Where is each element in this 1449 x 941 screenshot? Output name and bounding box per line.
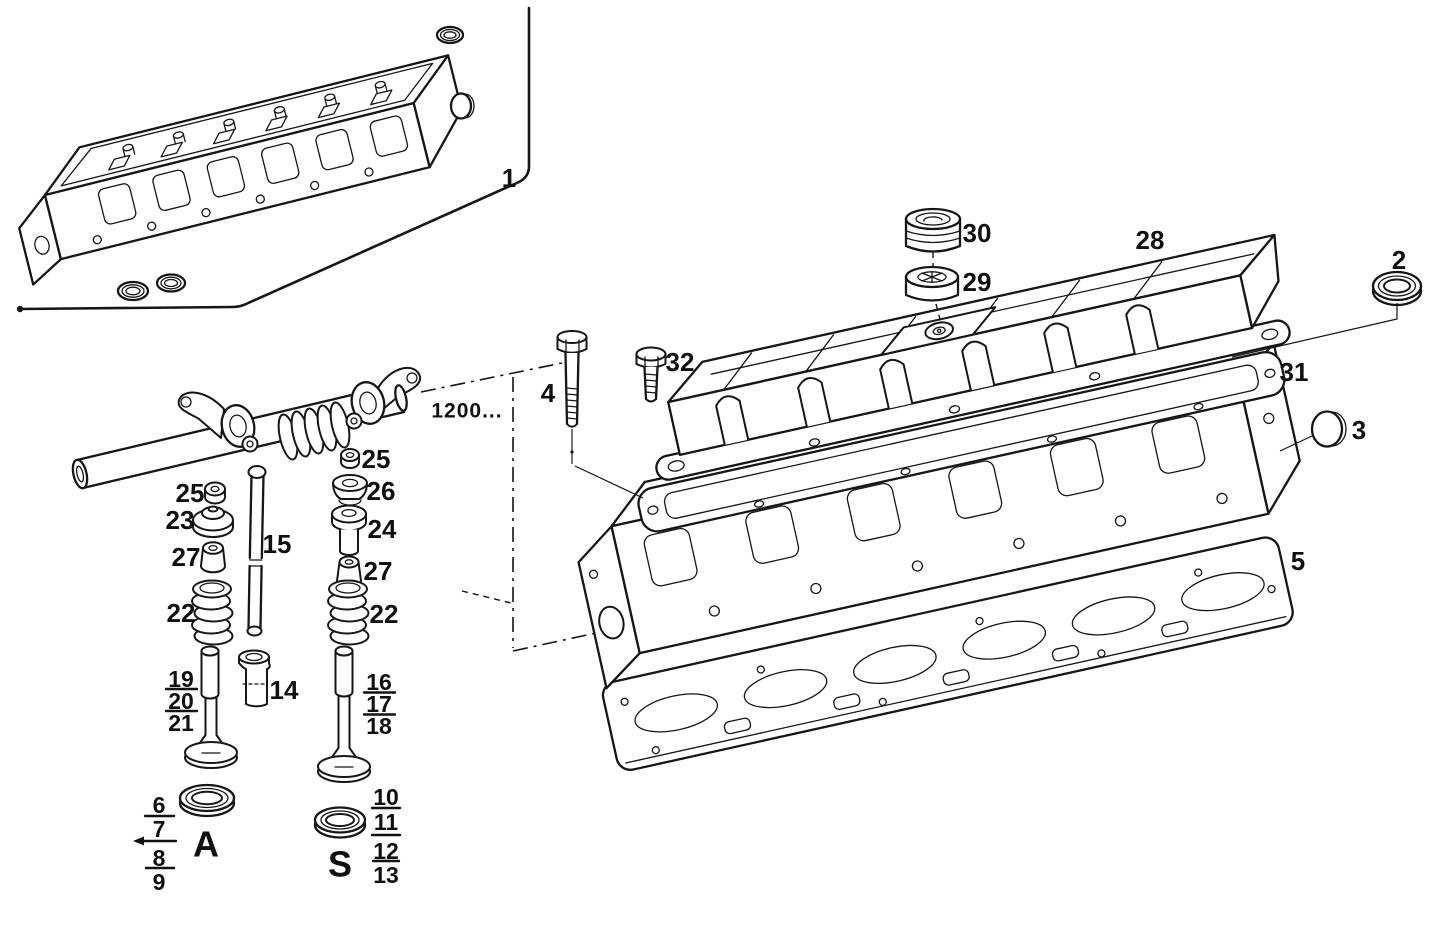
rocker-shaft-spring <box>277 401 351 461</box>
oil-filler-cap-lower <box>904 265 960 302</box>
leader-lines <box>570 303 1398 499</box>
inset-plug <box>449 92 475 120</box>
spring-retainer-right <box>332 474 368 506</box>
inset-head-studs <box>108 80 393 171</box>
arrow-head <box>133 836 144 846</box>
rocker-arm-1 <box>177 391 259 453</box>
callout-18: 18 <box>366 713 392 739</box>
callout-19: 19 <box>168 666 194 692</box>
callout-21: 21 <box>168 710 194 736</box>
cap-boss-dash <box>935 303 942 324</box>
callout-29: 29 <box>963 267 992 297</box>
callout-25-right: 25 <box>362 444 391 474</box>
callout-12: 12 <box>373 838 399 864</box>
valve-cover <box>655 233 1291 481</box>
valve-cover-gasket <box>637 350 1286 533</box>
callout-10: 10 <box>373 784 399 810</box>
cylinder-head-assembly-thumbnail <box>18 54 463 286</box>
letter-s: S <box>328 844 352 885</box>
inset-seal-ring-right <box>155 273 187 293</box>
callout-20: 20 <box>168 688 194 714</box>
callout-14: 14 <box>270 675 299 705</box>
callout-7: 7 <box>153 816 166 842</box>
cover-bolt-short <box>635 346 667 403</box>
core-plug <box>1310 410 1347 448</box>
oil-filler-boss <box>880 306 997 356</box>
callout-16: 16 <box>366 669 392 695</box>
inset-seal-ring-left <box>116 280 150 302</box>
valve-keeper-left <box>204 481 226 505</box>
valve-seat-ring-s <box>313 806 367 839</box>
letter-a: A <box>193 824 219 865</box>
frame-end-dot <box>16 305 24 313</box>
callout-25-left: 25 <box>176 478 205 508</box>
cover-bolt-long <box>556 330 588 428</box>
note-1200: 1200... <box>431 400 502 423</box>
rocker-shaft-assembly <box>71 366 422 490</box>
callout-5: 5 <box>1291 546 1305 576</box>
callout-8: 8 <box>153 845 166 871</box>
callout-22-right: 22 <box>370 599 399 629</box>
callout-22-left: 22 <box>167 598 196 628</box>
valve-guide-left <box>200 645 220 700</box>
seal-ring <box>1371 270 1423 307</box>
pushrod <box>246 465 267 637</box>
callout-2: 2 <box>1392 245 1406 275</box>
inset-head-ports <box>92 115 409 245</box>
spring-seat <box>331 504 367 556</box>
callout-9: 9 <box>153 869 166 895</box>
callout-32: 32 <box>666 347 695 377</box>
callout-13: 13 <box>373 862 399 888</box>
callout-6: 6 <box>153 792 166 818</box>
callout-27-right: 27 <box>364 556 393 586</box>
valve-stem-seal-left <box>200 541 226 574</box>
callout-1: 1 <box>502 163 516 193</box>
tappet <box>238 649 271 708</box>
valve-spring-right <box>327 579 370 646</box>
callout-15: 15 <box>263 529 292 559</box>
valve-guide-right <box>334 645 354 698</box>
inset-seal-ring-top <box>435 25 465 45</box>
callout-11: 11 <box>374 809 399 835</box>
callout-28: 28 <box>1136 225 1165 255</box>
spring-retainer-left <box>192 505 234 538</box>
callout-labels: 1 2 3 4 5 28 30 29 31 32 1200... 25 23 2… <box>133 163 1406 895</box>
callout-27-left: 27 <box>172 542 201 572</box>
rocker-arm-2 <box>345 366 422 430</box>
cover-arches <box>715 261 1163 446</box>
oil-filler-cap-upper <box>904 207 962 253</box>
callout-17: 17 <box>366 691 392 717</box>
callout-26: 26 <box>367 476 396 506</box>
head-gasket <box>601 536 1294 771</box>
exhaust-valve <box>184 697 238 769</box>
intake-valve <box>317 695 371 783</box>
callout-31: 31 <box>1280 357 1309 387</box>
valve-keeper-right <box>340 448 360 469</box>
callout-24: 24 <box>368 514 397 544</box>
callout-23: 23 <box>166 505 195 535</box>
callout-30: 30 <box>963 218 992 248</box>
callout-4: 4 <box>541 378 556 408</box>
valve-seat-ring-a <box>178 783 236 818</box>
inset-frame <box>16 6 531 313</box>
valve-spring-left <box>191 579 234 646</box>
callout-3: 3 <box>1352 415 1366 445</box>
